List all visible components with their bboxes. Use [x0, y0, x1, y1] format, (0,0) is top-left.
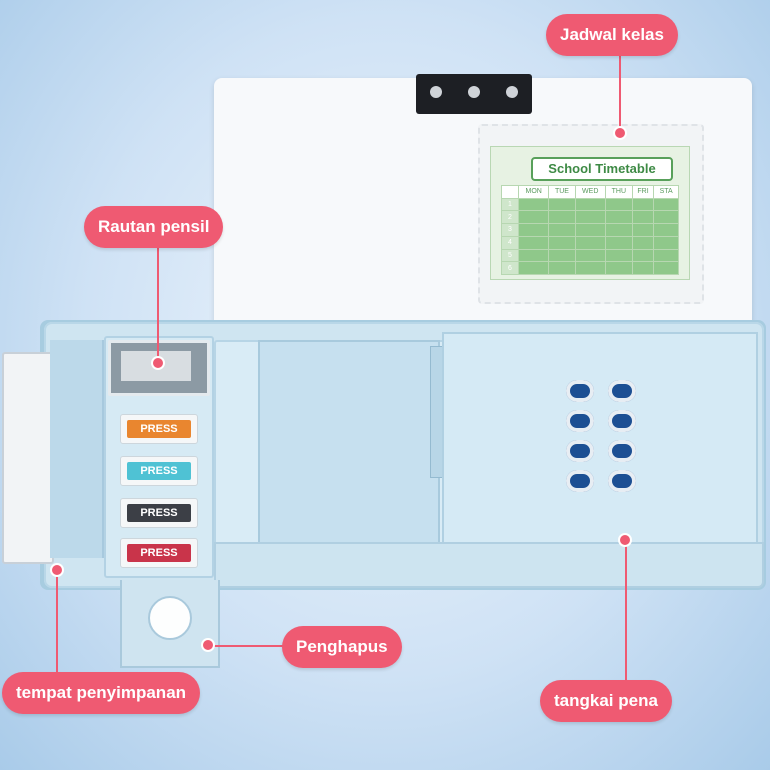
callout-tangkai-pena: tangkai pena	[540, 680, 672, 722]
timetable-title: School Timetable	[531, 157, 673, 181]
eraser-tab[interactable]	[120, 580, 220, 668]
callout-rautan-pensil: Rautan pensil	[84, 206, 224, 248]
lid-clasp	[416, 74, 532, 114]
storage-marker	[50, 563, 64, 577]
press-button-cyan[interactable]: PRESS	[120, 456, 198, 486]
side-storage-slot[interactable]	[2, 352, 54, 564]
compartment-flap-right[interactable]	[442, 332, 758, 548]
press-button-orange[interactable]: PRESS	[120, 414, 198, 444]
press-button-black[interactable]: PRESS	[120, 498, 198, 528]
pen-marker	[618, 533, 632, 547]
timetable-marker	[613, 126, 627, 140]
bottom-rail	[214, 542, 764, 588]
press-button-red[interactable]: PRESS	[120, 538, 198, 568]
callout-jadwal-kelas: Jadwal kelas	[546, 14, 678, 56]
sharpener-marker	[151, 356, 165, 370]
pen-holder[interactable]	[566, 380, 636, 496]
callout-penghapus: Penghapus	[282, 626, 402, 668]
compartment-flap-left[interactable]	[258, 340, 440, 544]
callout-tempat-penyimpanan: tempat penyimpanan	[2, 672, 201, 714]
eraser-marker	[201, 638, 215, 652]
storage-drawer[interactable]	[50, 340, 105, 558]
